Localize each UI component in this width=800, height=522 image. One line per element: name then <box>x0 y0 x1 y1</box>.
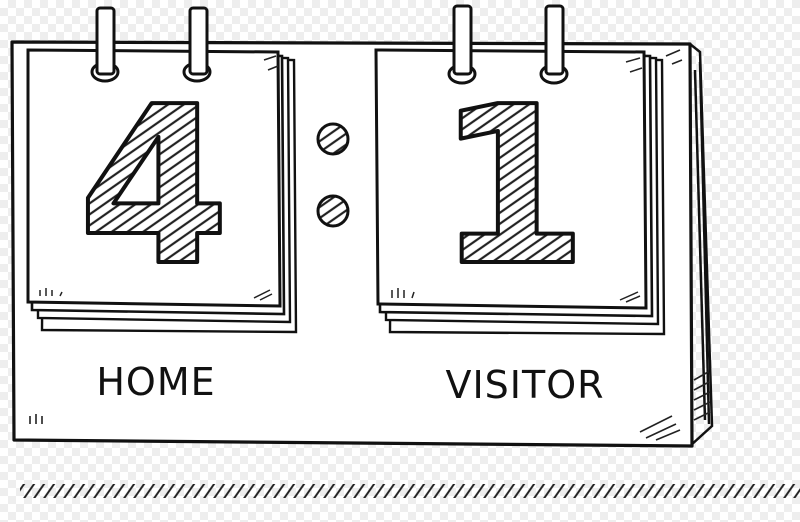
home-card-stack <box>26 6 298 334</box>
home-score: 4 <box>78 61 230 314</box>
board-edge-hatch <box>693 371 711 421</box>
separator-dot-bottom <box>316 194 350 228</box>
visitor-score: 1 <box>436 61 588 314</box>
ground-hatch <box>20 484 800 498</box>
home-label: HOME <box>96 360 215 404</box>
separator-dots <box>316 122 350 228</box>
separator-dot-top <box>316 122 350 156</box>
visitor-label: VISITOR <box>445 363 604 407</box>
visitor-card-stack <box>374 4 666 336</box>
board-sketch-marks <box>29 49 683 441</box>
board-thickness <box>689 43 714 447</box>
